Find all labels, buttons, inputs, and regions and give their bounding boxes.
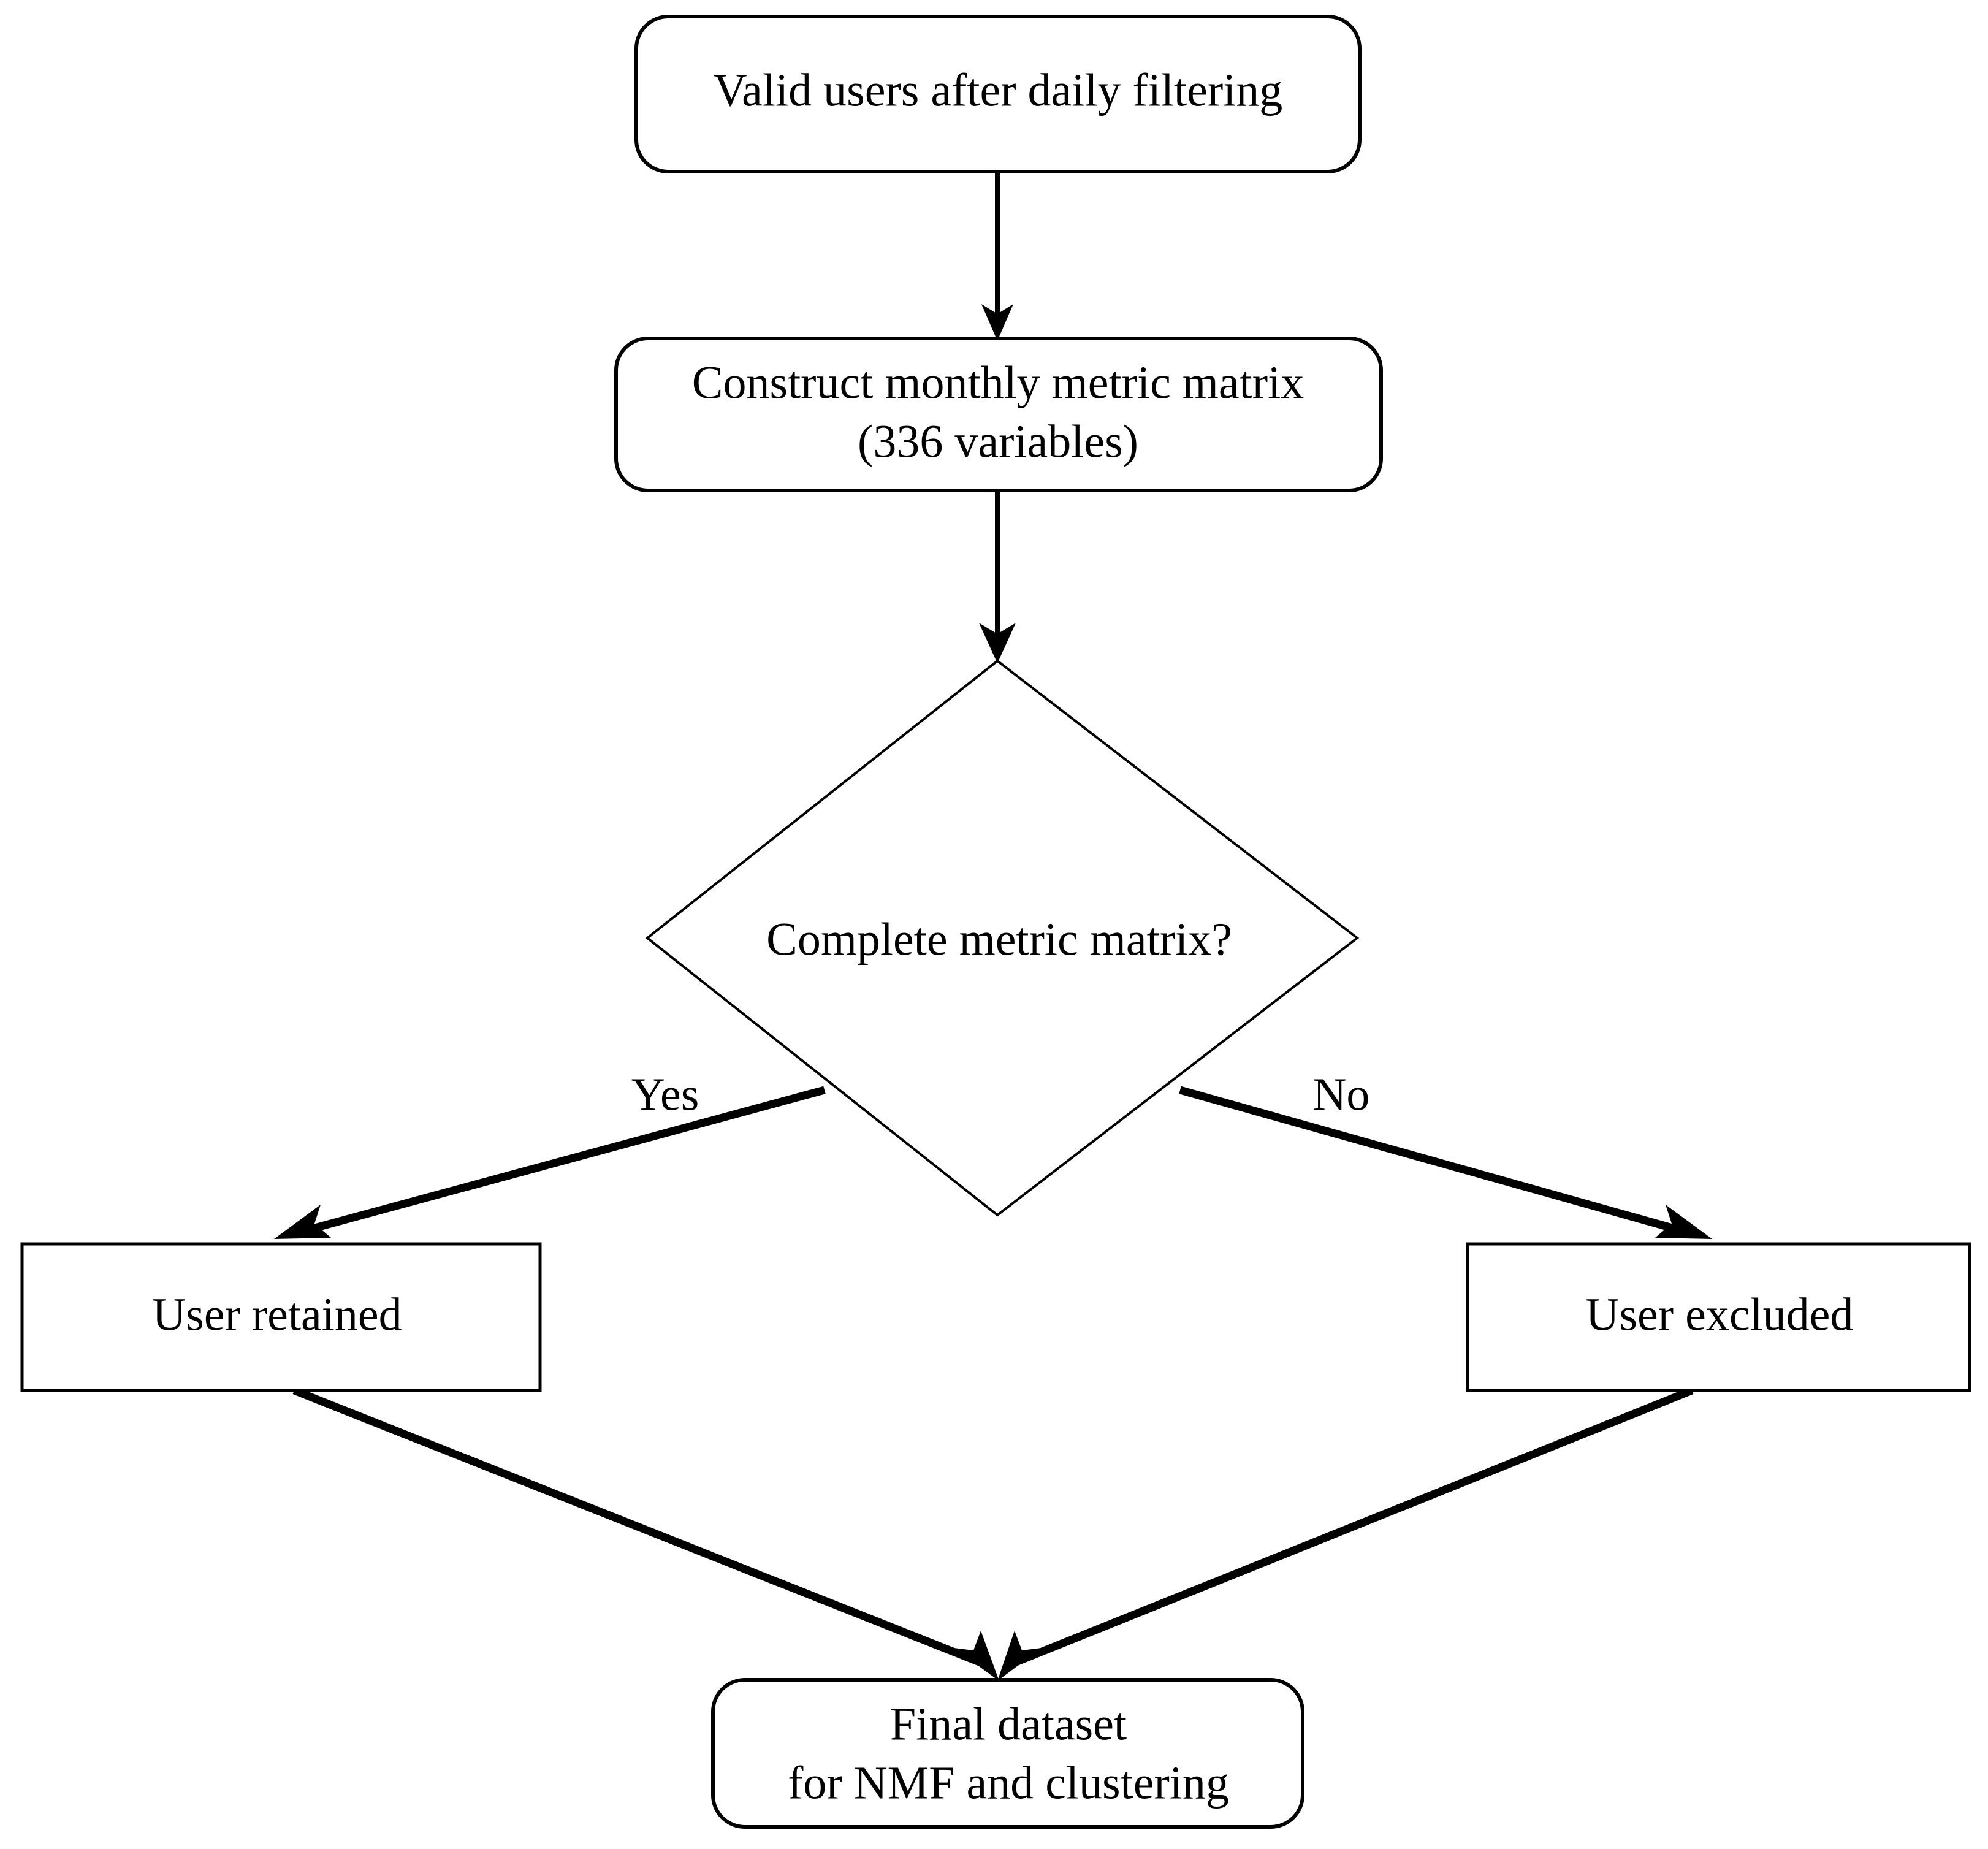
arrowhead-final-left	[954, 1631, 999, 1681]
edge-decision-to-retained	[274, 1086, 826, 1239]
edge-line-excluded-final	[1013, 1386, 1694, 1667]
node-valid-users-label: Valid users after daily filtering	[714, 64, 1283, 116]
node-construct-matrix-box[interactable]	[614, 337, 1383, 492]
node-complete-matrix-diamond[interactable]	[645, 659, 1360, 1217]
node-user-excluded-box[interactable]	[1466, 1242, 1971, 1392]
edge-retained-to-final	[292, 1386, 999, 1681]
edge-decision-to-excluded	[1179, 1086, 1712, 1239]
edge-label-no: No	[1313, 1069, 1370, 1120]
edge-line-no	[1179, 1086, 1693, 1238]
arrowhead-decision	[979, 623, 1016, 663]
node-final-dataset-label-line1: Final dataset	[890, 1698, 1127, 1750]
node-user-excluded-label: User excluded	[1586, 1289, 1854, 1340]
node-final-dataset-label-line2: for NMF and clustering	[788, 1757, 1229, 1809]
node-user-retained[interactable]: User retained	[20, 1242, 542, 1392]
node-valid-users[interactable]: Valid users after daily filtering	[634, 15, 1362, 173]
node-complete-matrix-label: Complete metric matrix?	[766, 913, 1232, 965]
node-valid-users-box[interactable]	[634, 15, 1362, 173]
edge-line-retained-final	[292, 1386, 983, 1667]
node-complete-matrix-decision[interactable]: Complete metric matrix?	[645, 659, 1360, 1217]
node-user-retained-box[interactable]	[20, 1242, 542, 1392]
node-construct-matrix-label-line2: (336 variables)	[858, 416, 1138, 467]
node-construct-matrix-label-line1: Construct monthly metric matrix	[692, 357, 1304, 408]
node-user-excluded[interactable]: User excluded	[1466, 1242, 1971, 1392]
edge-line-yes	[293, 1086, 826, 1238]
arrowhead-final-right	[997, 1631, 1042, 1681]
edge-excluded-to-final	[997, 1386, 1694, 1681]
node-final-dataset-box[interactable]	[711, 1678, 1304, 1829]
edge-label-yes: Yes	[631, 1069, 699, 1120]
node-construct-matrix[interactable]: Construct monthly metric matrix (336 var…	[614, 337, 1383, 492]
edge-start-to-construct	[981, 172, 1013, 341]
node-final-dataset[interactable]: Final dataset for NMF and clustering	[711, 1678, 1304, 1829]
node-user-retained-label: User retained	[152, 1289, 402, 1340]
edge-construct-to-decision	[979, 490, 1016, 663]
arrowhead-excluded	[1655, 1205, 1712, 1239]
arrowhead-retained	[274, 1205, 331, 1239]
arrowhead-construct	[981, 304, 1013, 341]
